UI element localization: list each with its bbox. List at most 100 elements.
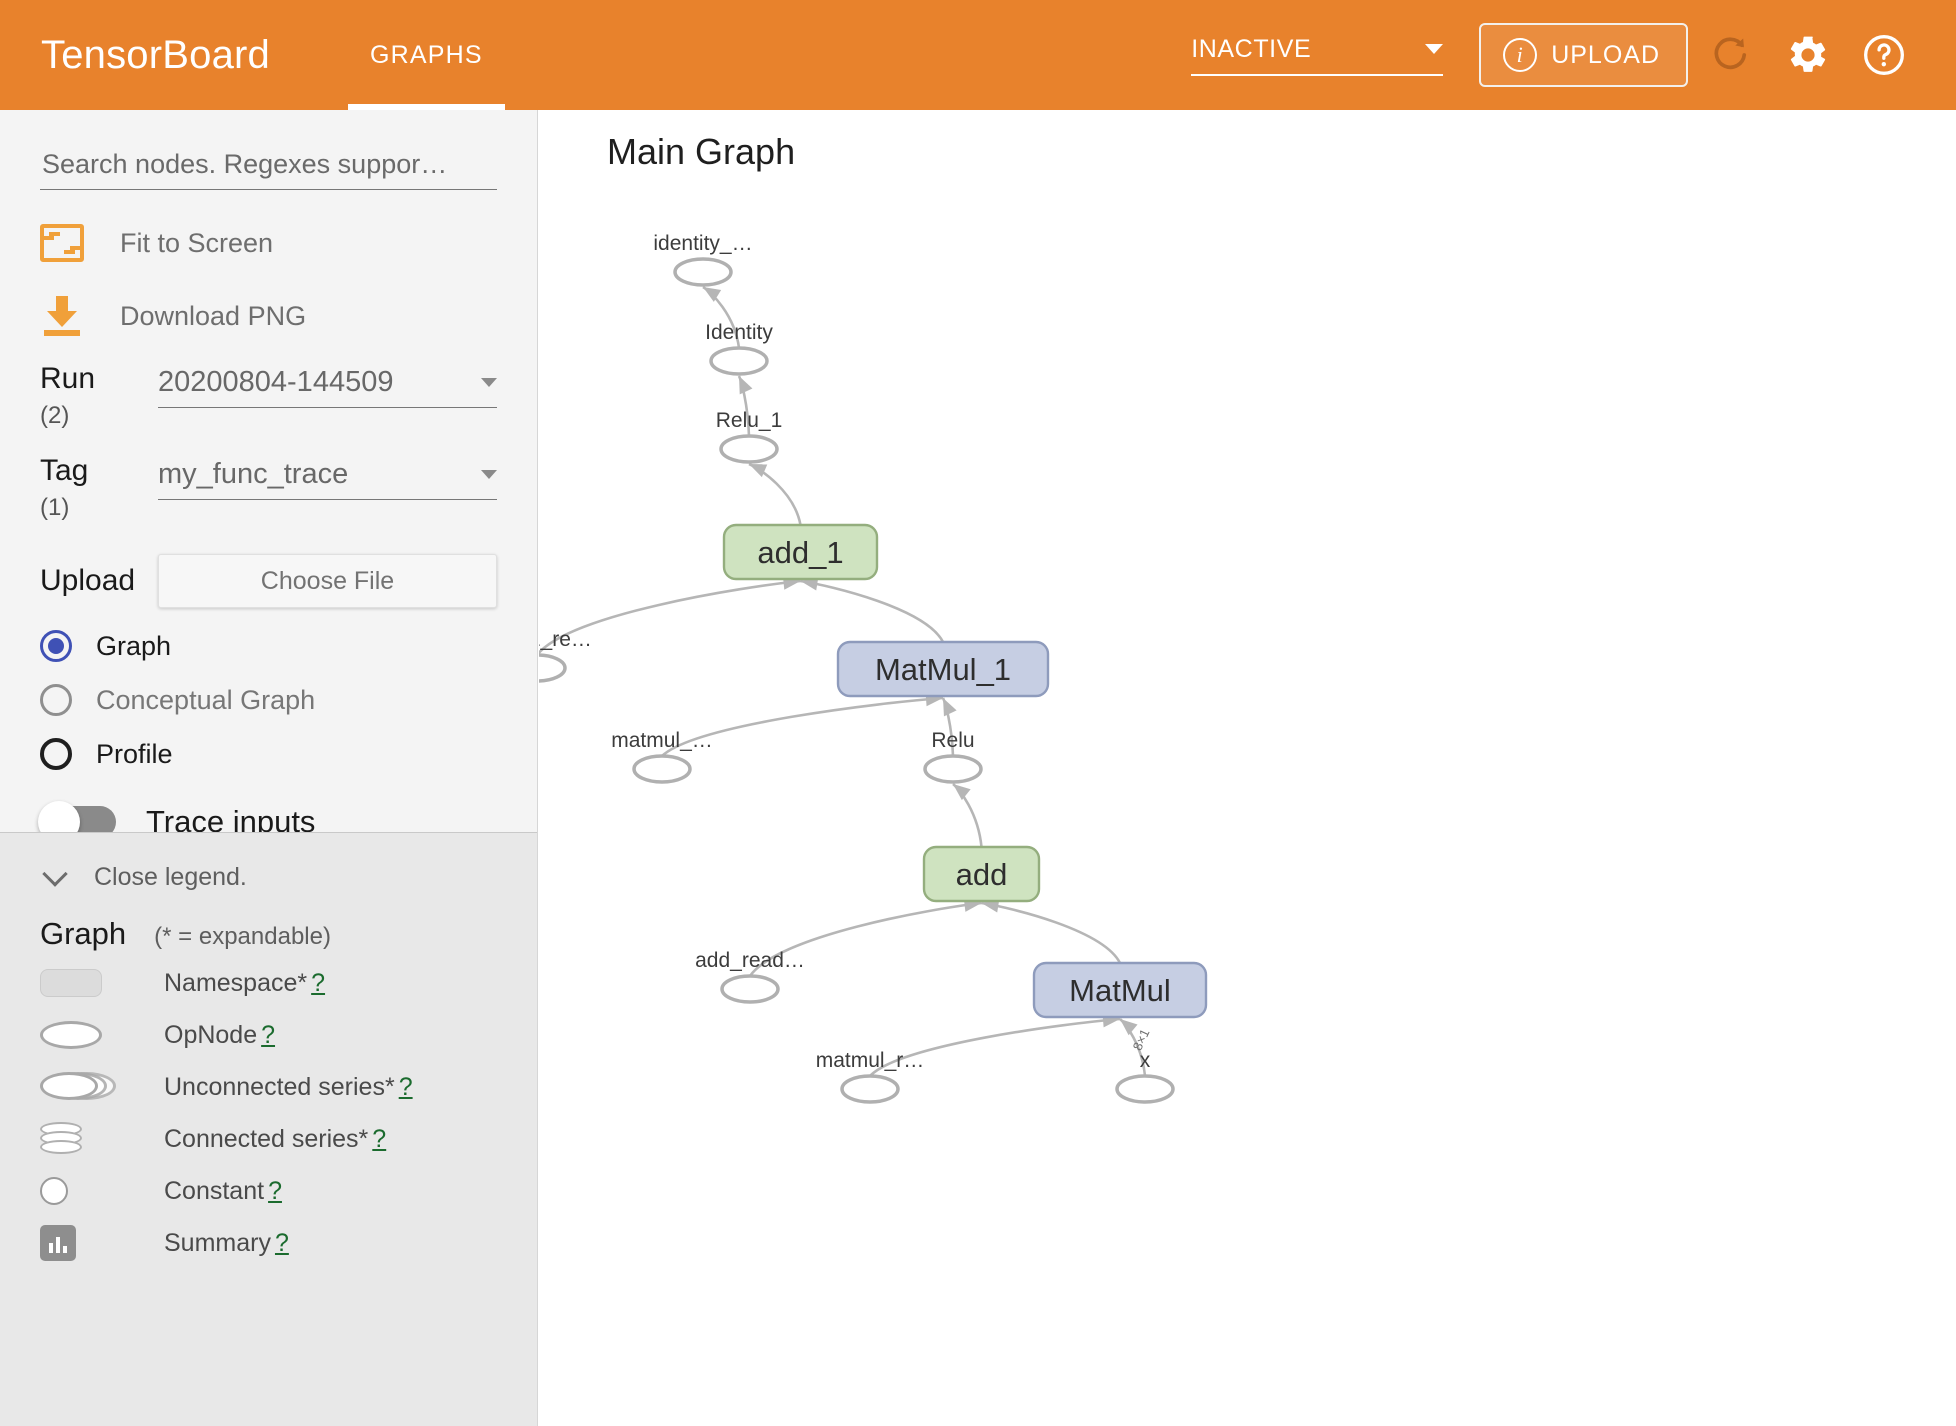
upload-button-label: UPLOAD xyxy=(1551,40,1660,69)
help-link[interactable]: ? xyxy=(268,1176,282,1205)
graph-node-shape xyxy=(632,754,692,784)
legend-item-label: OpNode? xyxy=(164,1020,276,1049)
chevron-down-icon xyxy=(42,860,68,887)
graph-svg[interactable]: 8×1identity_…IdentityRelu_1add_1add_1_re… xyxy=(539,111,1956,1426)
radio-graph-indicator xyxy=(40,630,72,662)
chevron-down-icon xyxy=(1425,44,1444,54)
graph-node-shape xyxy=(836,640,1050,698)
legend-item-label: Unconnected series*? xyxy=(164,1072,413,1101)
graph-node-add_1_read[interactable]: add_1_re… xyxy=(539,628,592,683)
help-link[interactable]: ? xyxy=(261,1020,276,1049)
app-brand: TensorBoard xyxy=(41,32,270,77)
run-state-value: INACTIVE xyxy=(1191,34,1312,63)
constant-icon xyxy=(40,1177,128,1205)
chevron-down-icon xyxy=(481,378,497,387)
graph-node-x[interactable]: x xyxy=(1115,1049,1175,1104)
run-value: 20200804-144509 xyxy=(158,366,394,398)
nav-tabs: GRAPHS xyxy=(348,0,505,110)
run-dropdown[interactable]: 20200804-144509 xyxy=(158,366,497,408)
legend-note: (* = expandable) xyxy=(154,923,331,950)
help-link[interactable]: ? xyxy=(311,968,326,997)
graph-node-shape xyxy=(1032,961,1208,1019)
legend-item-opnode: OpNode? xyxy=(40,1014,497,1056)
graph-node-matmul_read[interactable]: matmul_r… xyxy=(816,1049,925,1104)
graph-node-add_read[interactable]: add_read… xyxy=(695,949,805,1004)
run-count: (2) xyxy=(40,402,70,429)
radio-conceptual-graph[interactable]: Conceptual Graph xyxy=(40,684,497,716)
close-legend-label: Close legend. xyxy=(94,863,247,891)
help-icon[interactable] xyxy=(1852,23,1916,87)
radio-profile-label: Profile xyxy=(96,738,173,769)
graph-node-shape xyxy=(922,845,1041,903)
help-link[interactable]: ? xyxy=(398,1072,413,1101)
legend-item-label: Connected series*? xyxy=(164,1124,387,1153)
graph-node-add_1[interactable]: add_1 xyxy=(722,523,879,581)
graph-node-label: Relu xyxy=(931,729,974,752)
graph-node-Relu_1[interactable]: Relu_1 xyxy=(716,409,783,464)
run-label-group: Run (2) xyxy=(40,364,158,428)
graph-node-label: x xyxy=(1140,1049,1151,1072)
graph-edge xyxy=(539,579,801,655)
tag-count: (1) xyxy=(40,494,70,521)
upload-row: Upload Choose File xyxy=(40,554,497,608)
graph-edge xyxy=(952,782,983,848)
radio-graph[interactable]: Graph xyxy=(40,630,497,662)
refresh-icon[interactable] xyxy=(1700,23,1764,87)
graph-node-identity_out[interactable]: identity_… xyxy=(653,232,753,287)
legend-item-label: Constant? xyxy=(164,1176,282,1205)
legend-item-connected-series: Connected series*? xyxy=(40,1118,497,1160)
graph-edge-arrow xyxy=(943,698,957,717)
namespace-icon xyxy=(40,969,128,997)
help-link[interactable]: ? xyxy=(274,1228,289,1257)
radio-graph-label: Graph xyxy=(96,630,172,661)
graph-node-label: identity_… xyxy=(653,232,752,255)
gear-icon[interactable] xyxy=(1776,23,1840,87)
graph-node-label: add xyxy=(956,857,1008,892)
graph-node-Identity[interactable]: Identity xyxy=(705,321,773,376)
graph-node-shape xyxy=(923,754,983,784)
legend-item-constant: Constant? xyxy=(40,1170,497,1212)
graph-edge-arrow xyxy=(953,784,971,801)
graph-node-Relu[interactable]: Relu xyxy=(923,729,983,784)
summary-icon xyxy=(40,1225,128,1261)
graph-node-MatMul[interactable]: MatMul xyxy=(1032,961,1208,1019)
graph-node-label: MatMul xyxy=(1069,973,1171,1008)
tag-label-group: Tag (1) xyxy=(40,456,158,520)
opnode-icon xyxy=(40,1021,128,1049)
graph-node-shape xyxy=(722,523,879,581)
graph-node-MatMul_1[interactable]: MatMul_1 xyxy=(836,640,1050,698)
graph-node-shape xyxy=(673,257,733,287)
search-input[interactable] xyxy=(40,148,497,181)
upload-button[interactable]: i UPLOAD xyxy=(1479,23,1688,87)
graph-node-label: matmul_r… xyxy=(816,1049,925,1072)
fit-to-screen-icon xyxy=(40,224,84,262)
graph-node-label: MatMul_1 xyxy=(875,652,1011,687)
run-state-dropdown[interactable]: INACTIVE xyxy=(1191,34,1444,76)
graph-node-label: add_read… xyxy=(695,949,805,972)
graph-node-shape xyxy=(709,346,769,376)
run-selector: Run (2) 20200804-144509 xyxy=(40,364,497,428)
legend-item-label: Namespace*? xyxy=(164,968,326,997)
fit-to-screen-label: Fit to Screen xyxy=(120,227,274,258)
legend-header: Graph (* = expandable) xyxy=(40,916,497,952)
run-label: Run xyxy=(40,362,96,395)
tag-dropdown[interactable]: my_func_trace xyxy=(158,458,497,500)
info-icon: i xyxy=(1503,38,1538,72)
graph-node-matmul_read_1[interactable]: matmul_… xyxy=(611,729,713,784)
radio-profile[interactable]: Profile xyxy=(40,738,497,770)
graph-node-add[interactable]: add xyxy=(922,845,1041,903)
unconnected-series-icon xyxy=(40,1072,128,1102)
search-field[interactable] xyxy=(40,148,497,190)
choose-file-button[interactable]: Choose File xyxy=(158,554,497,608)
connected-series-icon xyxy=(40,1122,128,1156)
graph-edge xyxy=(981,901,1122,964)
tab-graphs[interactable]: GRAPHS xyxy=(348,0,505,110)
help-link[interactable]: ? xyxy=(372,1124,387,1153)
page-title: Main Graph xyxy=(607,131,796,172)
graph-edge-arrow xyxy=(739,376,753,395)
graph-edge-arrow xyxy=(749,464,768,478)
download-png-button[interactable]: Download PNG xyxy=(40,296,497,336)
fit-to-screen-button[interactable]: Fit to Screen xyxy=(40,224,497,262)
close-legend-button[interactable]: Close legend. xyxy=(40,860,497,892)
